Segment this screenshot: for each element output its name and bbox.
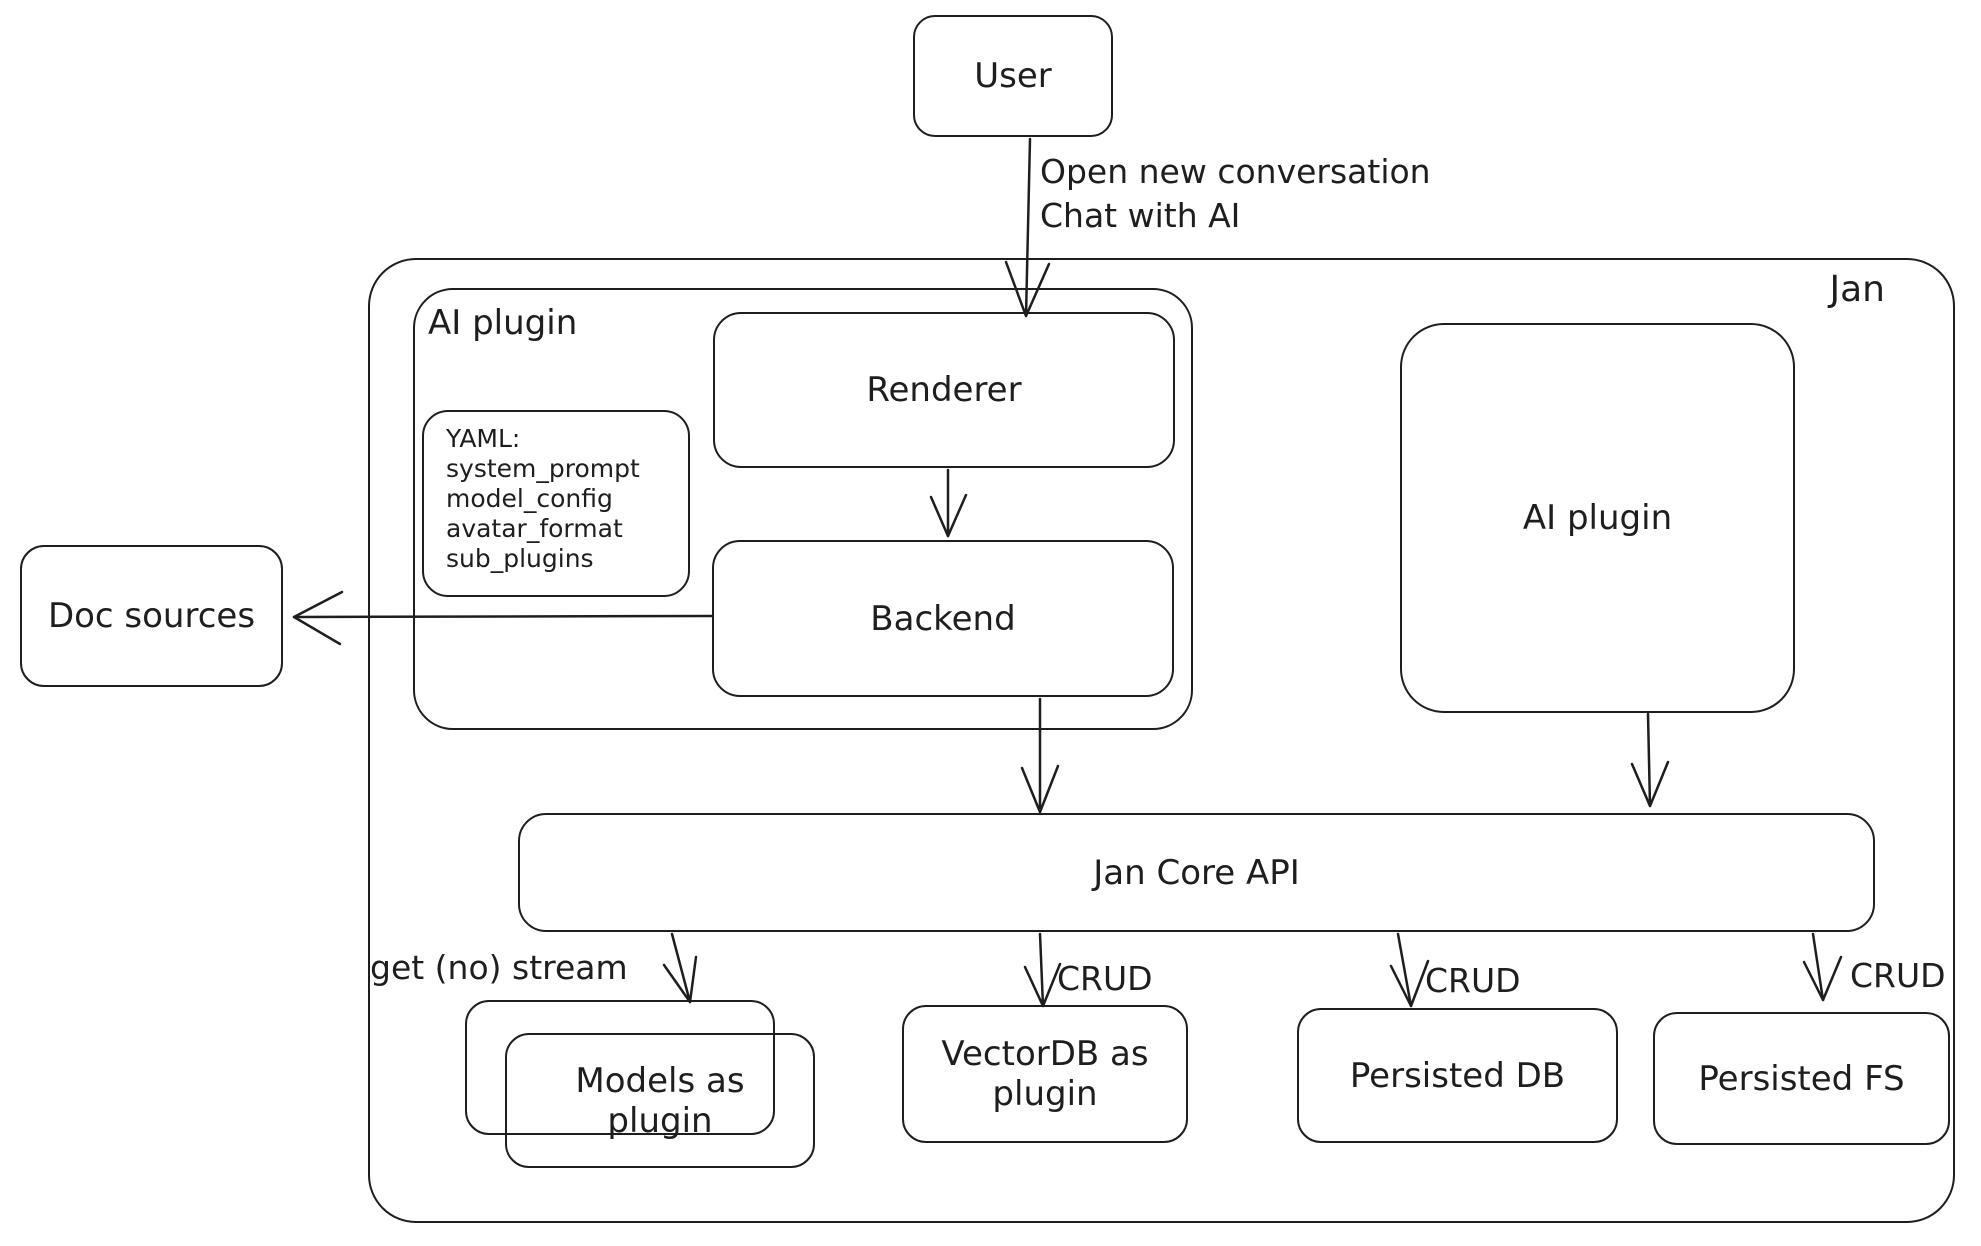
ai-plugin-container-label: AI plugin [428, 303, 578, 343]
get-stream-edge-label: get (no) stream [370, 948, 628, 987]
models-plugin-node-back [465, 1000, 775, 1135]
crud-persisted-fs-edge-label: CRUD [1850, 956, 1946, 995]
persisted-db-node: Persisted DB [1297, 1008, 1618, 1143]
ai-plugin-node-label: AI plugin [1522, 498, 1673, 538]
persisted-db-node-label: Persisted DB [1349, 1055, 1566, 1096]
vectordb-plugin-node-label: VectorDB as plugin [941, 1034, 1149, 1114]
ai-plugin-node: AI plugin [1400, 323, 1795, 713]
backend-node: Backend [712, 540, 1174, 697]
renderer-node-label: Renderer [866, 370, 1022, 410]
persisted-fs-node-label: Persisted FS [1698, 1058, 1905, 1099]
yaml-note-line: sub_plugins [446, 544, 594, 573]
user-flow-label-line2: Chat with AI [1040, 195, 1241, 235]
jan-core-api-node: Jan Core API [518, 813, 1875, 932]
crud-vectordb-edge-label: CRUD [1057, 959, 1153, 998]
yaml-note-line: YAML: [446, 424, 521, 453]
yaml-note-line: avatar_format [446, 514, 623, 543]
crud-persisted-db-edge-label: CRUD [1425, 961, 1521, 1000]
persisted-fs-node: Persisted FS [1653, 1012, 1950, 1145]
user-flow-label-line1: Open new conversation [1040, 152, 1431, 191]
user-node-label: User [974, 56, 1052, 96]
doc-sources-node-label: Doc sources [47, 596, 256, 636]
renderer-node: Renderer [713, 312, 1175, 468]
models-plugin-node-label: Models as plugin [575, 1060, 745, 1141]
backend-node-label: Backend [870, 598, 1016, 639]
user-node: User [913, 15, 1113, 137]
models-plugin-node: Models as plugin [505, 1033, 815, 1168]
vectordb-plugin-node: VectorDB as plugin [902, 1005, 1188, 1143]
yaml-note-line: model_config [446, 484, 613, 513]
jan-container [368, 258, 1955, 1223]
jan-container-label: Jan [1829, 269, 1886, 310]
jan-core-api-node-label: Jan Core API [1093, 852, 1300, 893]
ai-plugin-container [413, 288, 1193, 730]
doc-sources-node: Doc sources [20, 545, 283, 687]
yaml-note-line: system_prompt [446, 454, 640, 483]
